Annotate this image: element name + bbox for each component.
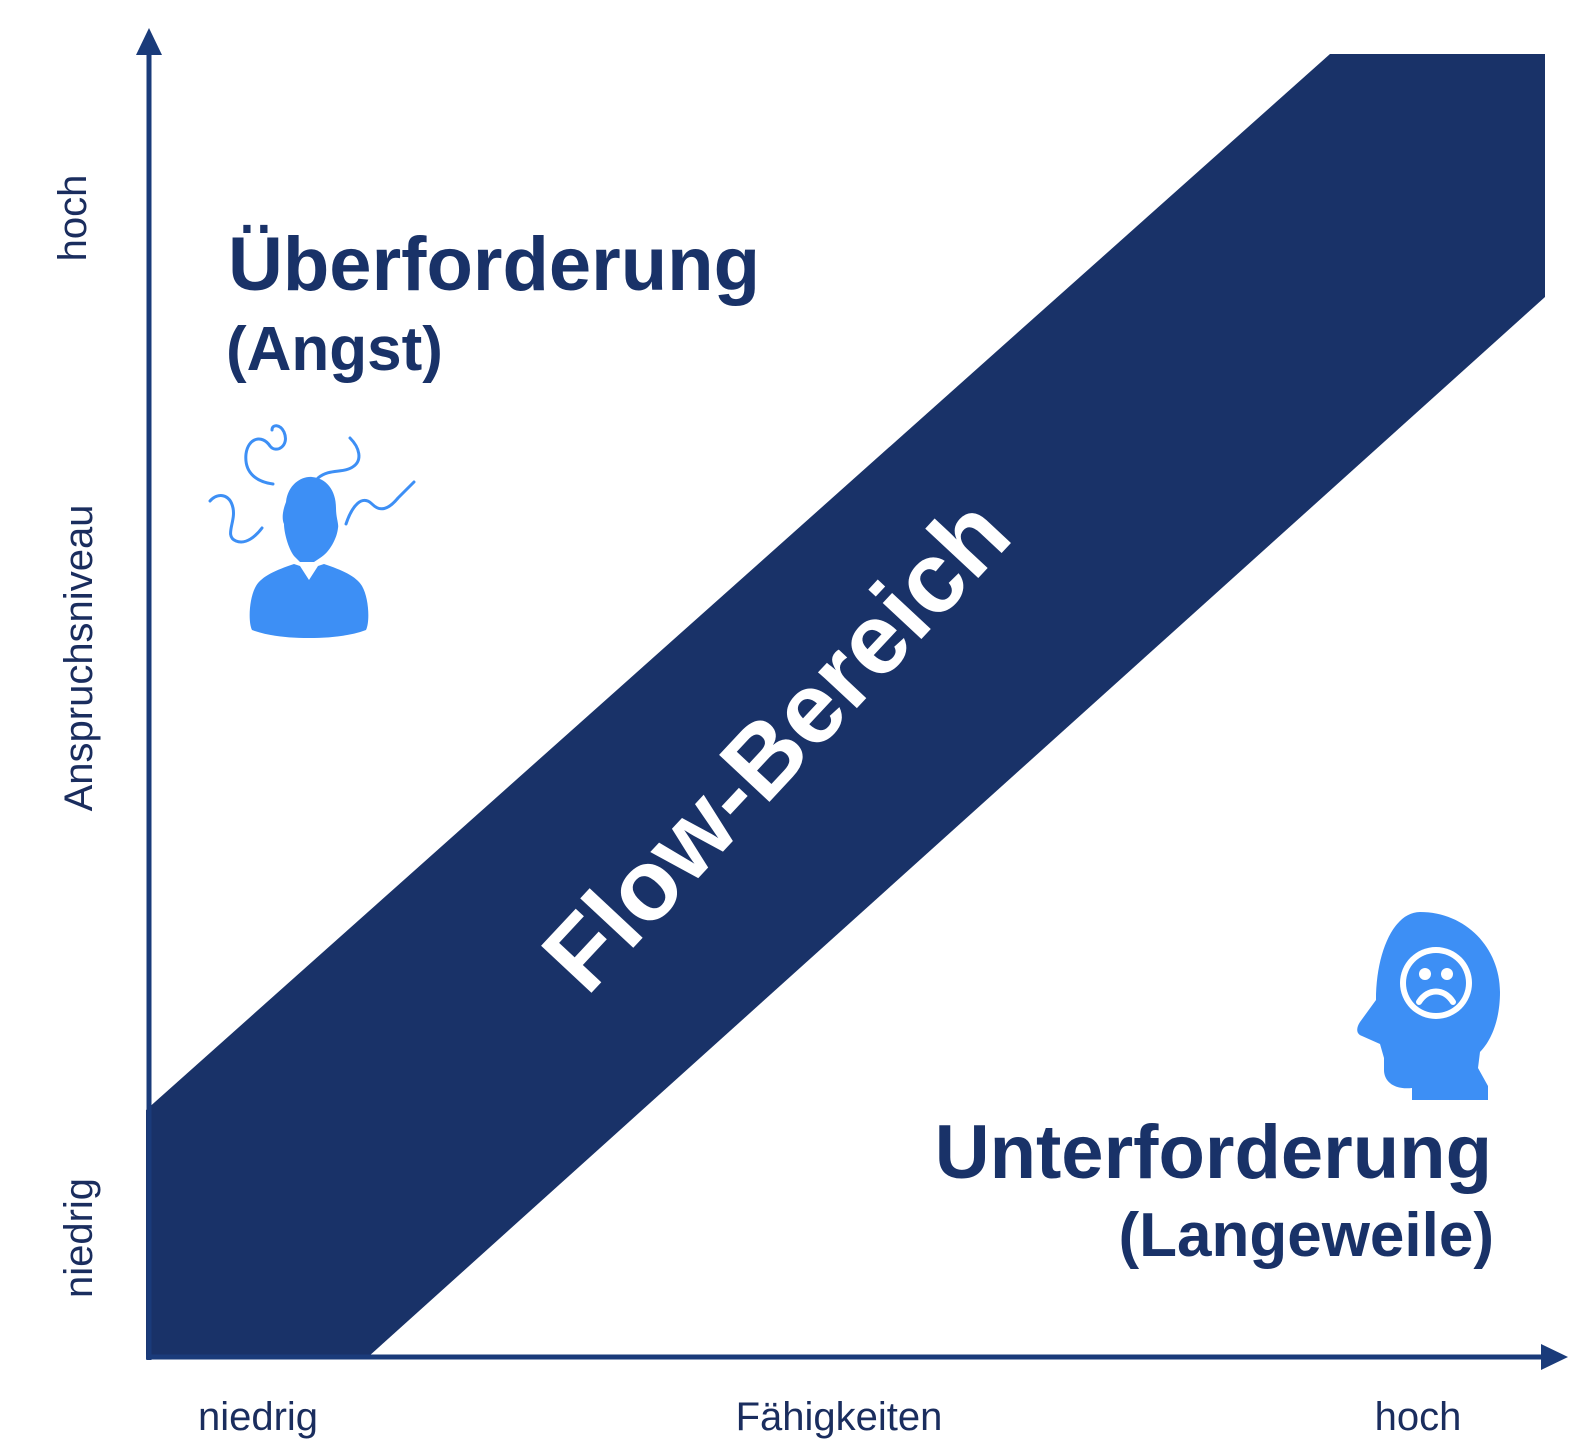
x-axis-arrow-icon (1541, 1344, 1568, 1370)
y-axis-high-label: hoch (51, 175, 95, 262)
x-axis-high-label: hoch (1375, 1395, 1462, 1439)
overload-title: Überforderung (228, 222, 760, 307)
x-axis-low-label: niedrig (198, 1395, 318, 1439)
flow-band (146, 54, 1545, 1357)
x-axis-title: Fähigkeiten (736, 1395, 943, 1439)
x-axis (146, 1344, 1568, 1370)
stressed-person-icon (208, 424, 416, 638)
y-axis-title: Anspruchsniveau (57, 505, 101, 812)
overload-subtitle: (Angst) (226, 315, 443, 384)
y-axis (136, 28, 162, 1360)
y-axis-arrow-icon (136, 28, 162, 55)
y-axis-low-label: niedrig (57, 1178, 101, 1298)
sad-head-icon (1357, 912, 1500, 1100)
underload-title: Unterforderung (935, 1110, 1492, 1195)
underload-subtitle: (Langeweile) (1118, 1201, 1494, 1270)
